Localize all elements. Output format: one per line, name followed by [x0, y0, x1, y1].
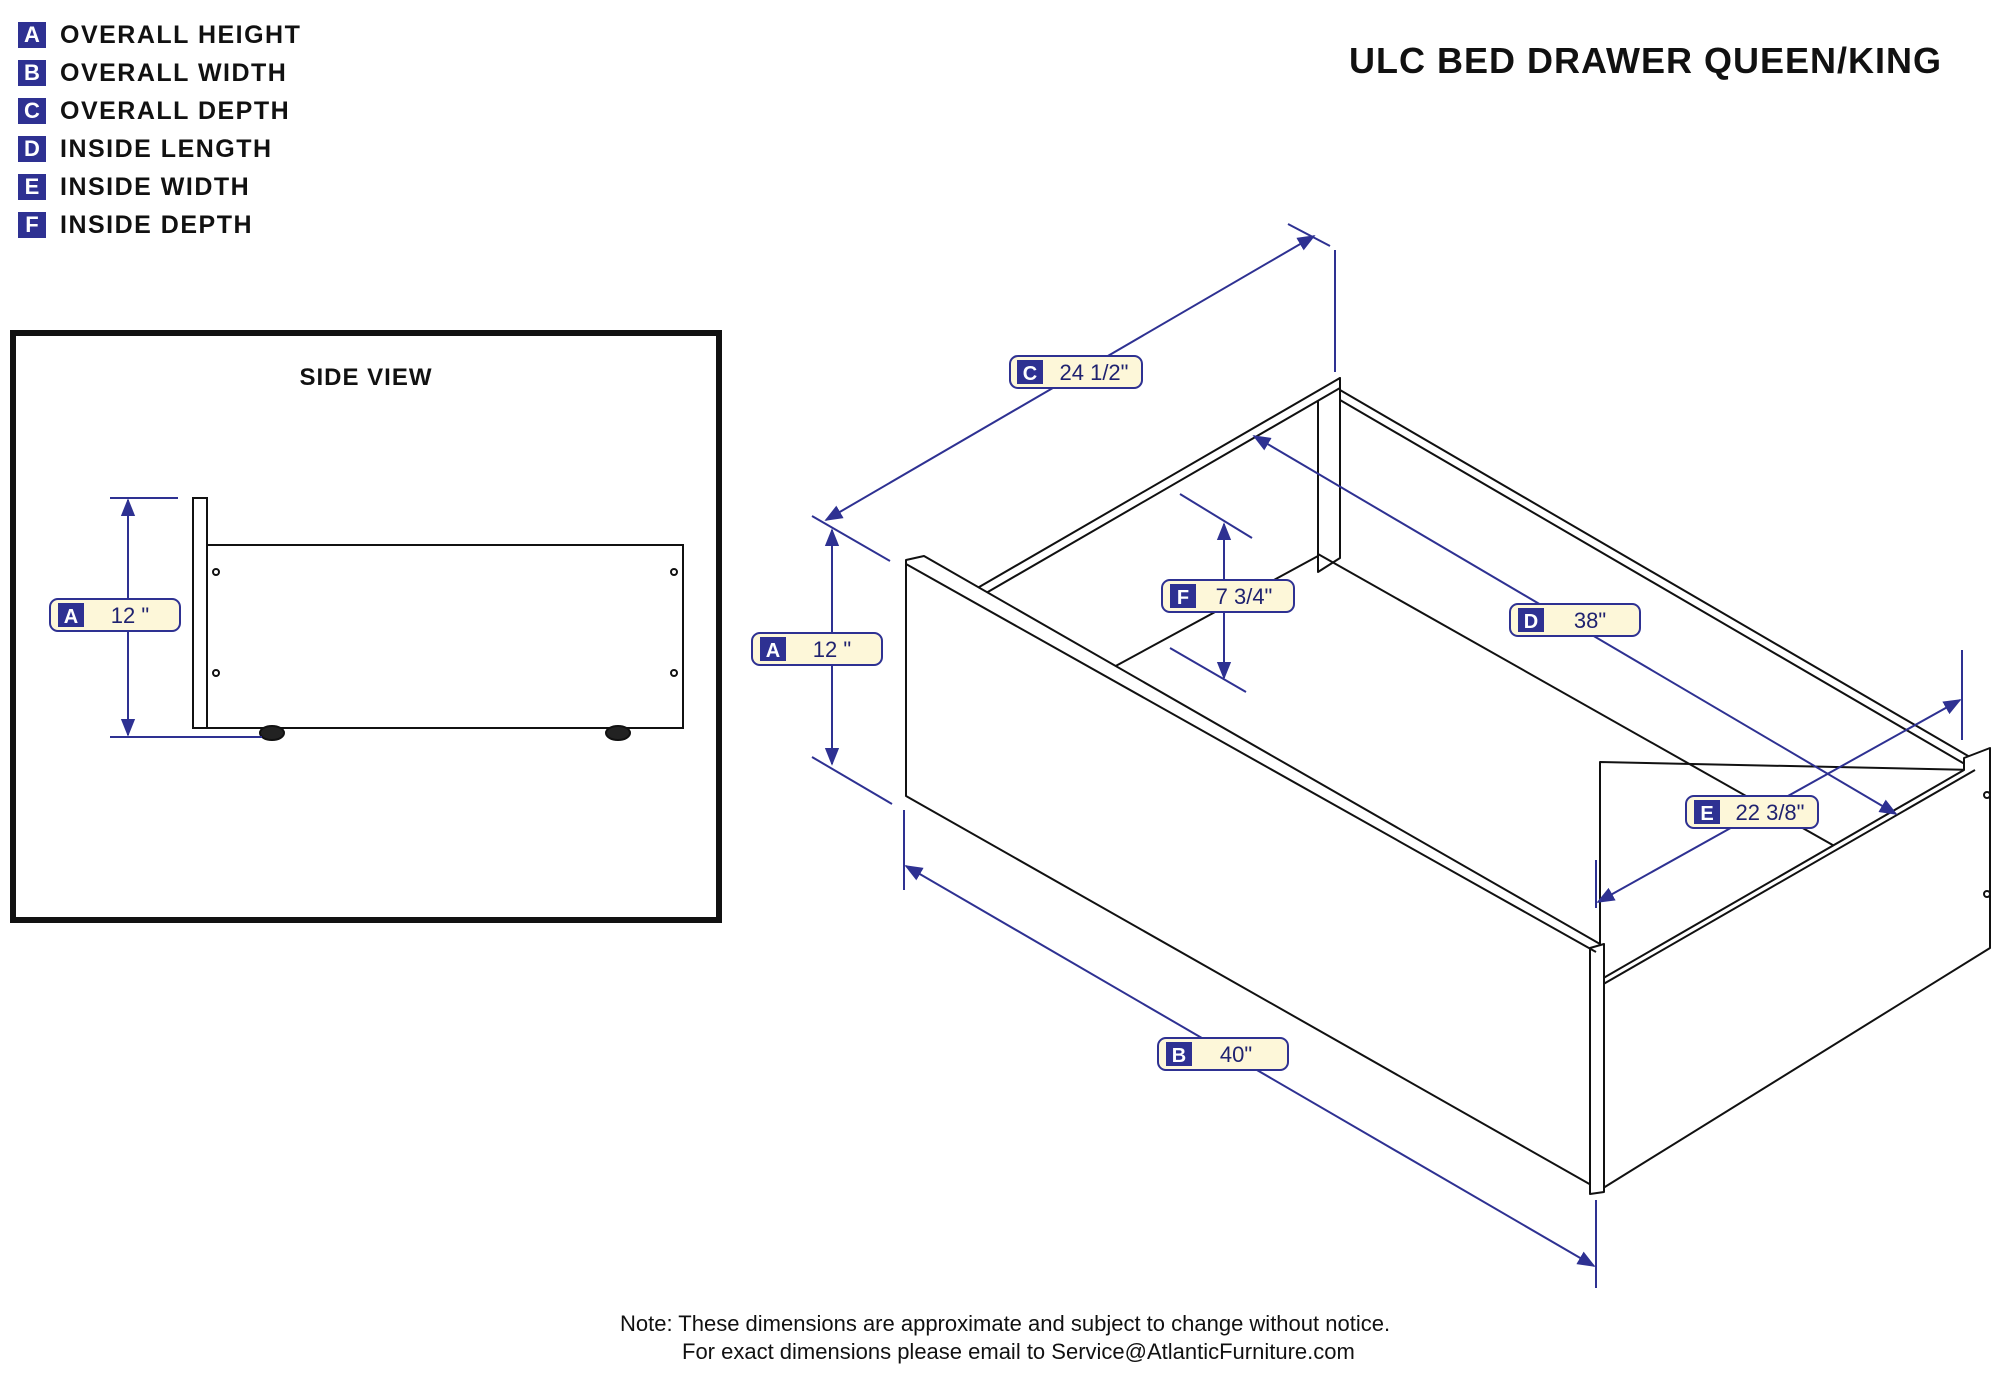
label-letter-badge — [1694, 800, 1720, 824]
note-line-1: Note: These dimensions are approximate a… — [620, 1311, 1391, 1336]
dimension-legend: A OVERALL HEIGHT B OVERALL WIDTH C OVERA… — [18, 16, 301, 244]
label-value: 22 3/8" — [1736, 800, 1805, 825]
label-letter: A — [64, 606, 78, 628]
legend-label: OVERALL WIDTH — [60, 58, 288, 87]
legend-label: INSIDE WIDTH — [60, 172, 251, 201]
legend-item-inside-depth: F INSIDE DEPTH — [18, 206, 301, 244]
label-value: 12 " — [111, 603, 149, 628]
legend-label: OVERALL DEPTH — [60, 96, 291, 125]
label-letter: B — [1172, 1045, 1186, 1067]
label-a: A 12 " — [751, 632, 883, 666]
legend-item-overall-width: B OVERALL WIDTH — [18, 54, 301, 92]
side-view-title: SIDE VIEW — [299, 364, 433, 391]
legend-badge: F — [18, 212, 46, 238]
extension-line — [811, 756, 893, 805]
label-letter: D — [1524, 611, 1538, 633]
legend-badge: A — [18, 22, 46, 48]
legend-item-overall-depth: C OVERALL DEPTH — [18, 92, 301, 130]
label-letter-badge — [760, 637, 786, 661]
label-value: 40" — [1220, 1042, 1252, 1067]
label-value: 7 3/4" — [1216, 584, 1273, 609]
page-title: ULC BED DRAWER QUEEN/KING — [1348, 40, 1942, 81]
extension-line — [811, 515, 891, 562]
label-c: C 24 1/2" — [1009, 355, 1143, 389]
legend-badge: E — [18, 174, 46, 200]
side-wheel — [259, 725, 285, 741]
label-letter: C — [1023, 363, 1037, 385]
label-letter: A — [766, 640, 780, 662]
drawer-front-panel-edge — [1589, 943, 1605, 1195]
side-front-panel — [192, 497, 208, 729]
legend-badge: B — [18, 60, 46, 86]
side-view-drawing — [192, 497, 684, 741]
label-value: 12 " — [813, 637, 851, 662]
label-letter-badge — [1166, 1042, 1192, 1066]
side-view-panel: SIDE VIEW — [10, 330, 722, 923]
label-letter-badge — [1518, 608, 1544, 632]
legend-item-inside-length: D INSIDE LENGTH — [18, 130, 301, 168]
dim-c — [811, 223, 1336, 562]
legend-badge: C — [18, 98, 46, 124]
legend-item-overall-height: A OVERALL HEIGHT — [18, 16, 301, 54]
drawer-front-panel — [905, 555, 1601, 1191]
legend-badge: D — [18, 136, 46, 162]
label-value: 24 1/2" — [1060, 360, 1129, 385]
side-screw — [670, 568, 678, 576]
side-screw — [670, 669, 678, 677]
label-letter-badge — [1017, 360, 1043, 384]
drawer-screw — [1983, 791, 1991, 799]
label-letter: E — [1700, 803, 1713, 825]
label-e: E 22 3/8" — [1685, 795, 1819, 829]
label-d: D 38" — [1509, 603, 1641, 637]
legend-label: INSIDE DEPTH — [60, 210, 254, 239]
extension-line — [1287, 223, 1331, 247]
dim-a — [811, 528, 893, 805]
side-screw — [212, 568, 220, 576]
legend-label: INSIDE LENGTH — [60, 134, 273, 163]
label-letter-badge — [1170, 584, 1196, 608]
legend-item-inside-width: E INSIDE WIDTH — [18, 168, 301, 206]
side-body — [206, 544, 684, 729]
disclaimer-note: Note: These dimensions are approximate a… — [620, 1310, 1390, 1366]
label-letter-badge — [58, 603, 84, 627]
drawer-isometric — [905, 377, 1991, 1195]
label-letter: F — [1177, 587, 1189, 609]
legend-label: OVERALL HEIGHT — [60, 20, 302, 49]
drawer-right-side — [1339, 389, 1976, 771]
label-f: F 7 3/4" — [1161, 579, 1295, 613]
note-line-2: For exact dimensions please email to Ser… — [682, 1339, 1355, 1364]
side-label-a: A 12 " — [49, 598, 181, 632]
side-screw — [212, 669, 220, 677]
label-value: 38" — [1574, 608, 1606, 633]
extension-line — [1169, 647, 1247, 693]
drawer-left-side — [973, 377, 1341, 601]
side-wheel — [605, 725, 631, 741]
extension-line — [1179, 493, 1253, 539]
drawer-screw — [1983, 890, 1991, 898]
label-b: B 40" — [1157, 1037, 1289, 1071]
